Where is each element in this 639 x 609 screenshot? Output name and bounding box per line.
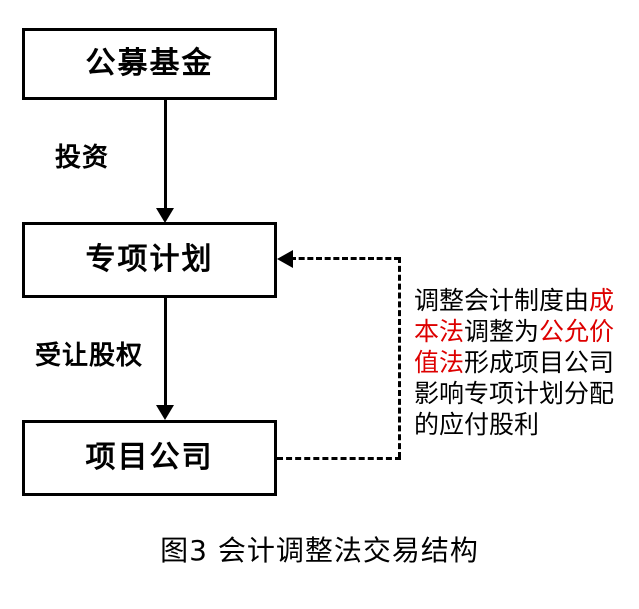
edge-label-equity: 受让股权 xyxy=(35,341,144,371)
edge-dashed-feedback-riser xyxy=(398,257,401,458)
edge-line-equity xyxy=(164,298,167,406)
edge-dashed-feedback-top xyxy=(290,257,400,260)
figure-caption: 图3 会计调整法交易结构 xyxy=(160,534,479,567)
annotation-segment-4-highlight: 公允价值法 xyxy=(414,317,615,377)
annotation-segment-1: 调整会计制度由 xyxy=(414,286,590,315)
edge-label-invest: 投资 xyxy=(55,143,110,173)
annotation-segment-5: 形成项目公司影响专项计划分配的应付股利 xyxy=(414,348,615,439)
edge-dashed-feedback-bottom xyxy=(277,457,401,460)
arrowhead-down-icon-equity xyxy=(156,405,174,420)
edge-line-invest xyxy=(164,100,167,210)
node-box-zhuanxiangjihua: 专项计划 xyxy=(22,222,277,298)
arrowhead-down-icon-invest xyxy=(156,208,174,223)
annotation-segment-3: 调整为 xyxy=(464,317,540,346)
annotation-segment-2-highlight: 成本法 xyxy=(414,286,615,346)
node-box-xiangmugongsi: 项目公司 xyxy=(22,420,277,496)
arrowhead-left-icon-feedback xyxy=(277,250,293,268)
node-box-gongmujijin: 公募基金 xyxy=(22,28,277,100)
annotation-text: 调整会计制度由成本法调整为公允价值法形成项目公司影响专项计划分配的应付股利 xyxy=(414,285,628,440)
